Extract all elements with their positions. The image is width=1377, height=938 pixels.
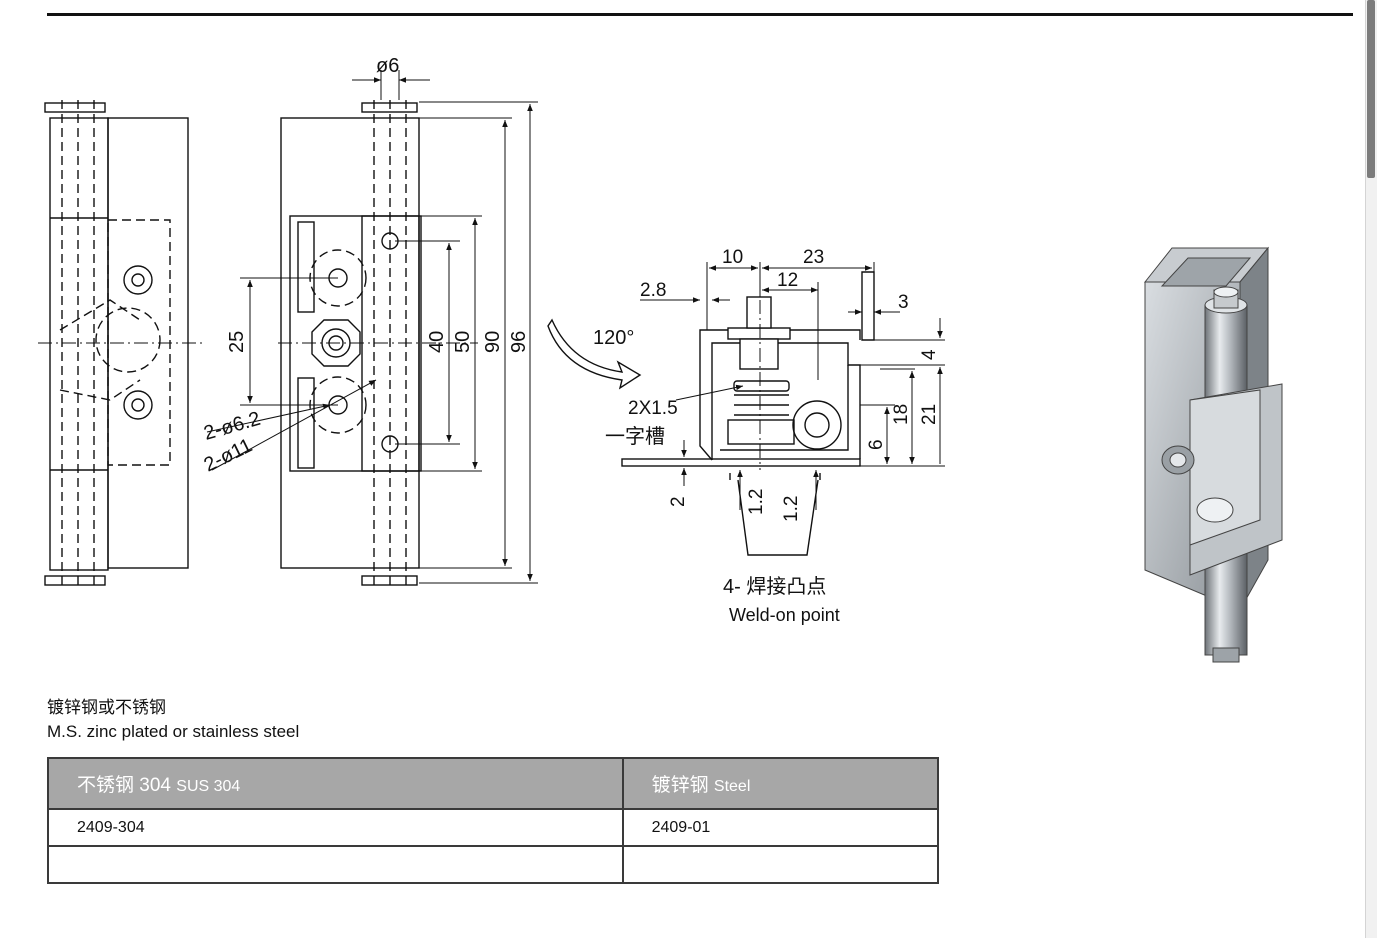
- dim-21: 21: [919, 404, 940, 425]
- dim-23: 23: [803, 247, 824, 268]
- weld-note-en: Weld-on point: [729, 605, 840, 625]
- top-rule: [47, 13, 1353, 16]
- spec-table: 不锈钢 304 SUS 304 镀锌钢 Steel 2409-304 2409-…: [47, 757, 940, 884]
- dim-slot-size: 2X1.5: [628, 398, 678, 419]
- dim-2-8: 2.8: [640, 280, 666, 301]
- scrollbar-thumb[interactable]: [1367, 0, 1375, 178]
- dim-25: 25: [226, 331, 248, 353]
- dim-6: 6: [866, 439, 887, 450]
- cell-empty-1: [47, 845, 624, 884]
- dim-2: 2: [668, 496, 689, 507]
- cell-part-steel: 2409-01: [621, 808, 940, 847]
- material-en: M.S. zinc plated or stainless steel: [47, 722, 300, 741]
- dim-slot-name: 一字槽: [605, 425, 665, 448]
- header-sus304-cn: 不锈钢 304: [77, 775, 171, 796]
- table-row: 2409-304 2409-01: [47, 808, 940, 847]
- material-note: 镀锌钢或不锈钢 M.S. zinc plated or stainless st…: [47, 696, 299, 744]
- dim-phi6: ø6: [376, 55, 399, 77]
- header-steel-en: Steel: [713, 778, 751, 795]
- dim-96: 96: [508, 331, 530, 353]
- dim-40: 40: [426, 331, 448, 353]
- dim-10: 10: [722, 247, 743, 268]
- side-view: [38, 100, 205, 586]
- table-header-row: 不锈钢 304 SUS 304 镀锌钢 Steel: [47, 757, 940, 810]
- dim-50: 50: [452, 331, 474, 353]
- dim-3: 3: [898, 292, 909, 313]
- dim-4: 4: [919, 349, 940, 360]
- dim-angle: 120°: [593, 327, 634, 349]
- section-dimension-lines: [640, 262, 945, 510]
- header-steel: 镀锌钢 Steel: [621, 757, 940, 810]
- header-sus304: 不锈钢 304 SUS 304: [47, 757, 624, 810]
- front-dimension-lines: [206, 70, 538, 584]
- hinge-3d-illustration: [1143, 246, 1283, 663]
- dim-90: 90: [482, 331, 504, 353]
- dim-12: 12: [777, 270, 798, 291]
- header-steel-cn: 镀锌钢: [651, 775, 709, 796]
- scrollbar-track[interactable]: [1365, 0, 1377, 938]
- dim-18: 18: [891, 404, 912, 425]
- material-cn: 镀锌钢或不锈钢: [47, 698, 166, 717]
- front-view: [278, 100, 478, 586]
- header-sus304-en: SUS 304: [176, 778, 241, 795]
- technical-drawing: ø6 25 40 50 90 96 2-ø6.2 2-ø11 120°: [38, 55, 1283, 663]
- dim-1-2-b: 1.2: [781, 496, 802, 522]
- table-row: [47, 845, 940, 884]
- dim-1-2-a: 1.2: [746, 489, 767, 515]
- cell-empty-2: [621, 845, 940, 884]
- weld-note-cn: 4- 焊接凸点: [723, 575, 826, 598]
- cell-part-sus304: 2409-304: [47, 808, 624, 847]
- section-view: [621, 271, 875, 556]
- dim-holes-small: 2-ø6.2: [201, 408, 263, 445]
- rotation-arrow-icon: 120°: [547, 318, 642, 390]
